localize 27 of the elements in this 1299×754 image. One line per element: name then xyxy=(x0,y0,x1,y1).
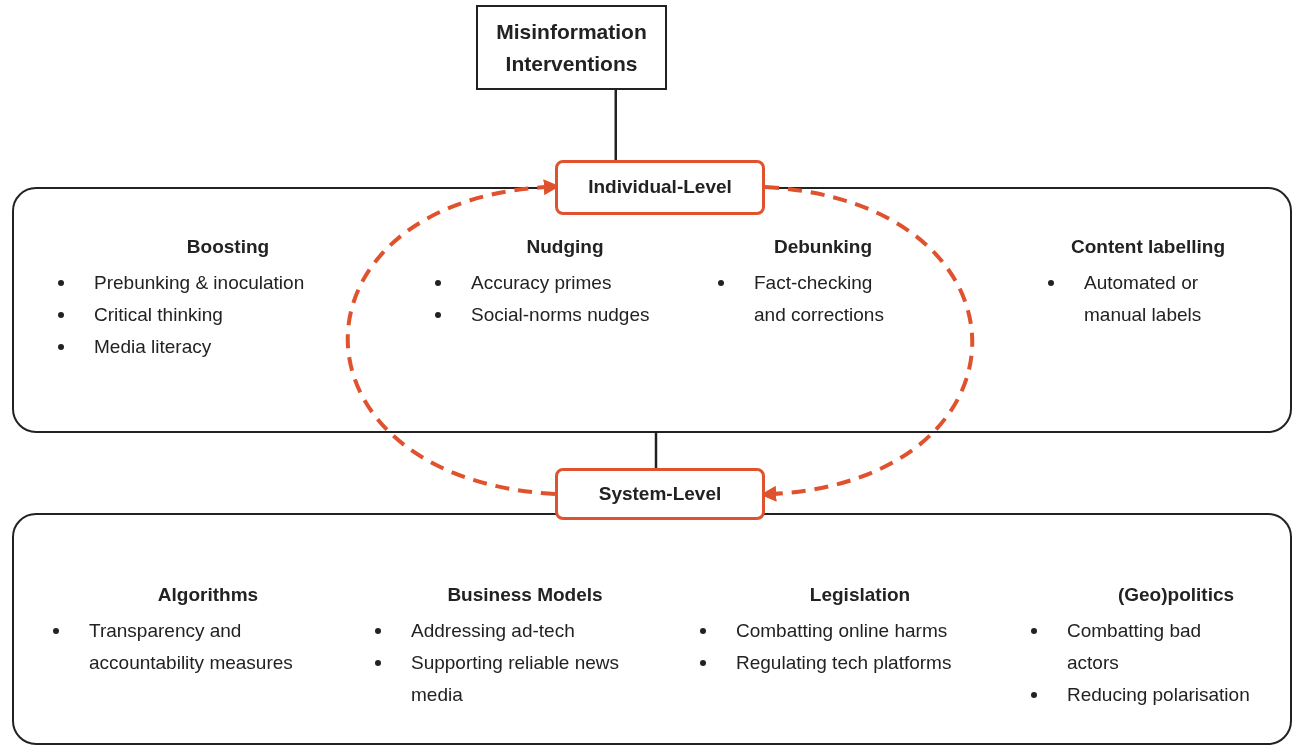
category-heading: Business Models xyxy=(447,583,603,607)
bullet-item: Prebunking & inoculation xyxy=(94,271,306,295)
bullet-item: Critical thinking xyxy=(94,303,224,327)
bullet-item: Media literacy xyxy=(94,335,213,359)
bullet-item: Addressing ad-tech xyxy=(411,619,576,643)
category-heading: Nudging xyxy=(526,235,604,259)
category-heading: Debunking xyxy=(773,235,873,259)
category-heading: (Geo)politics xyxy=(1117,583,1235,607)
level-box: System-Level xyxy=(555,468,765,520)
bullet-item: Automated or manual labels xyxy=(1084,271,1203,327)
bullet-item: Supporting reliable news media xyxy=(411,651,621,707)
root-box: Misinformation Interventions xyxy=(476,5,667,90)
bullet-item: Combatting bad actors xyxy=(1067,619,1203,675)
connector-line xyxy=(654,433,658,468)
category-heading: Algorithms xyxy=(157,583,259,607)
bullet-item: Accuracy primes xyxy=(471,271,613,295)
category-heading: Boosting xyxy=(186,235,270,259)
bullet-item: Transparency and accountability measures xyxy=(89,619,294,675)
bullet-item: Fact-checking and corrections xyxy=(754,271,885,327)
bullet-item: Combatting online harms xyxy=(736,619,949,643)
bullet-item: Social-norms nudges xyxy=(471,303,651,327)
category-heading: Content labelling xyxy=(1070,235,1226,259)
connector-line xyxy=(614,90,617,160)
bullet-item: Reducing polarisation xyxy=(1067,683,1251,707)
category-heading: Legislation xyxy=(809,583,911,607)
bullet-item: Regulating tech platforms xyxy=(736,651,953,675)
level-box: Individual-Level xyxy=(555,160,765,215)
